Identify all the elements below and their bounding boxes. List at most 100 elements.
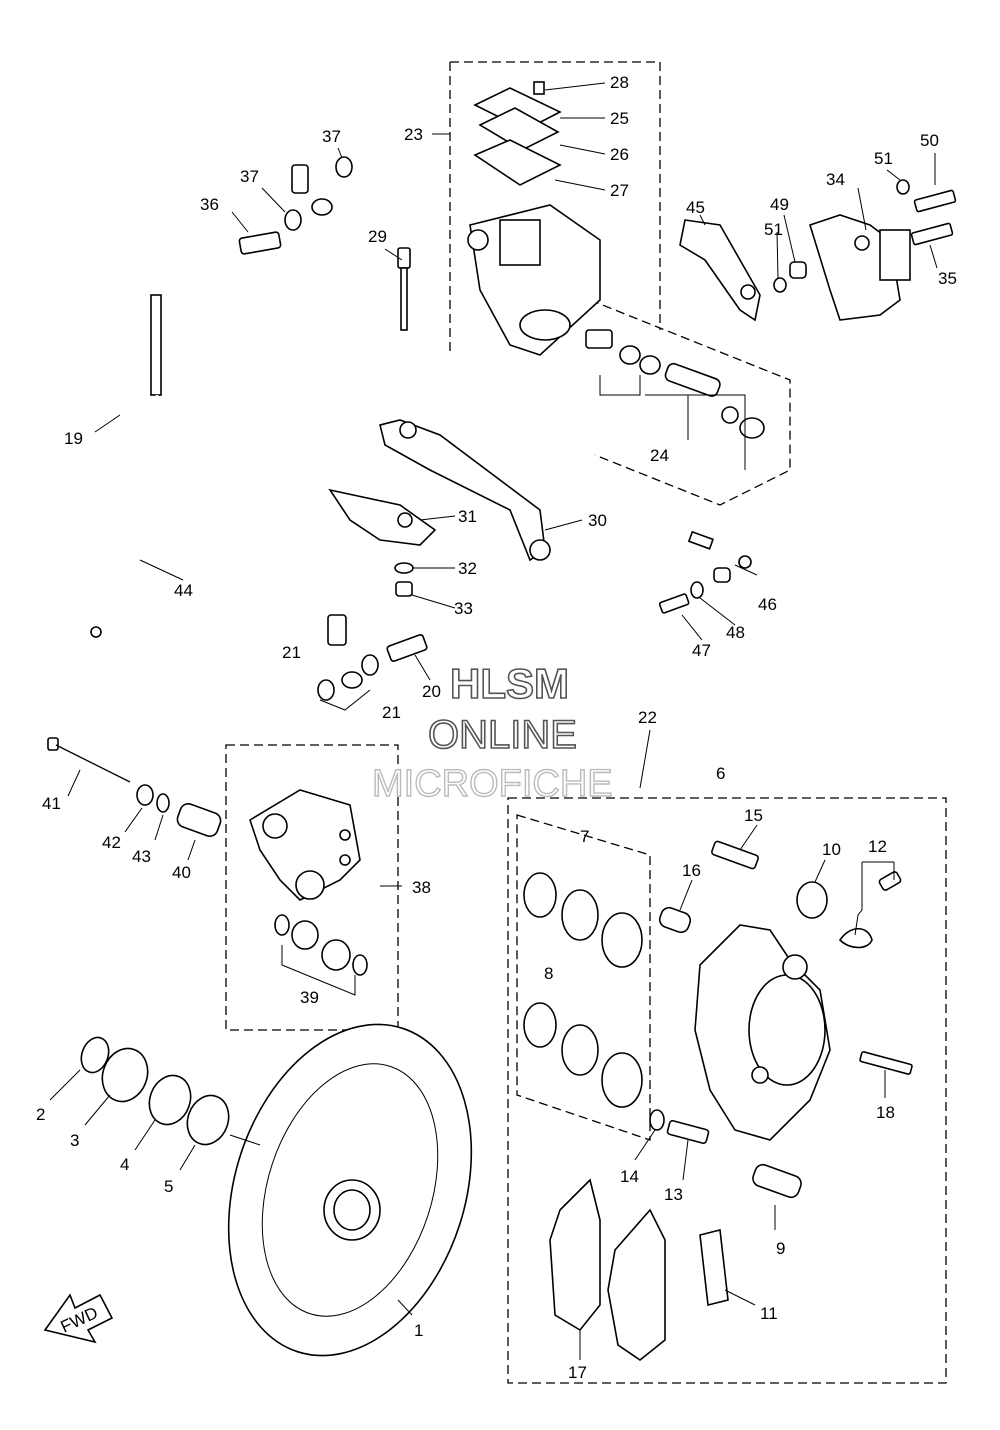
callout-46: 46 — [758, 595, 777, 614]
callout-38: 38 — [412, 878, 431, 897]
brake-lever — [379, 419, 551, 562]
master-cylinder-group-box — [449, 61, 661, 355]
callout-29: 29 — [368, 227, 387, 246]
washer-51a — [896, 179, 910, 195]
callout-11: 11 — [760, 1304, 778, 1323]
washer-43 — [156, 793, 170, 813]
callout-20: 20 — [422, 682, 441, 701]
master-cylinder — [467, 204, 601, 356]
piston-seal-box — [516, 814, 651, 1141]
watermark: HLSM ONLINE MICROFICHE — [371, 659, 613, 806]
callout-labels: 1 2 3 4 5 6 7 8 9 10 11 12 13 14 15 16 1… — [36, 73, 957, 1382]
callout-37a: 37 — [240, 167, 259, 186]
watermark-line2: ONLINE — [428, 713, 577, 757]
spring-42 — [136, 784, 154, 806]
collar-49 — [789, 261, 807, 279]
rings-2-5 — [80, 1036, 230, 1146]
brake-hose — [73, 68, 363, 689]
watermark-line3: MICROFICHE — [372, 763, 613, 805]
callout-33: 33 — [454, 599, 473, 618]
collar-16 — [658, 906, 692, 934]
callout-47: 47 — [692, 641, 711, 660]
bushing-10 — [796, 881, 828, 919]
washer-21a — [317, 679, 335, 701]
callout-43: 43 — [132, 847, 151, 866]
leader-lines — [49, 82, 938, 1360]
callout-6: 6 — [716, 764, 725, 783]
pin-13 — [666, 1119, 710, 1145]
callout-27: 27 — [610, 181, 629, 200]
callout-24: 24 — [650, 446, 669, 465]
callout-50: 50 — [920, 131, 939, 150]
collar-46 — [713, 567, 731, 583]
callout-8: 8 — [544, 964, 553, 983]
callout-30: 30 — [588, 511, 607, 530]
callout-23: 23 — [404, 125, 423, 144]
small-parts-32-33 — [394, 562, 414, 597]
callout-21b: 21 — [382, 703, 401, 722]
callout-28: 28 — [610, 73, 629, 92]
callout-36: 36 — [200, 195, 219, 214]
callout-12: 12 — [868, 837, 887, 856]
sleeve-40 — [176, 802, 222, 838]
callout-4: 4 — [120, 1155, 129, 1174]
washer-21b — [361, 654, 379, 676]
pistons-seals-7 — [523, 872, 643, 1108]
brake-disc — [227, 1023, 473, 1357]
callout-26: 26 — [610, 145, 629, 164]
bolt-36 — [238, 231, 282, 255]
callout-17: 17 — [568, 1363, 587, 1382]
callout-19: 19 — [64, 429, 83, 448]
caliper-bracket — [249, 789, 361, 901]
pin-15 — [711, 840, 759, 870]
callout-10: 10 — [822, 840, 841, 859]
boot-seal-set-39 — [274, 914, 368, 976]
caliper-body — [694, 924, 831, 1141]
callout-13: 13 — [664, 1185, 683, 1204]
callout-7: 7 — [580, 827, 589, 846]
washer-51b — [773, 277, 787, 293]
washer-37a — [284, 209, 302, 231]
callout-16: 16 — [682, 861, 701, 880]
callout-41: 41 — [42, 794, 61, 813]
bolt-47 — [658, 593, 690, 614]
callout-35: 35 — [938, 269, 957, 288]
pin-9 — [752, 1163, 802, 1199]
callout-42: 42 — [102, 833, 121, 852]
caliper-assembly-box — [507, 797, 947, 1384]
callout-37b: 37 — [322, 127, 341, 146]
callout-9: 9 — [776, 1239, 785, 1258]
callout-49: 49 — [770, 195, 789, 214]
piston-kit-parts — [585, 329, 765, 439]
lever-holder — [237, 434, 437, 546]
callout-21a: 21 — [282, 643, 301, 662]
brake-pads-17 — [549, 1178, 666, 1361]
callout-44: 44 — [174, 581, 193, 600]
callout-40: 40 — [172, 863, 191, 882]
callout-48: 48 — [726, 623, 745, 642]
bracket-assembly — [679, 214, 911, 322]
callout-22: 22 — [638, 708, 657, 727]
callout-51b: 51 — [764, 220, 783, 239]
washer-14 — [649, 1109, 665, 1131]
bolt-35 — [910, 222, 954, 246]
piston-kit-box — [589, 299, 791, 506]
washer-37b — [335, 156, 353, 178]
washer-48 — [690, 581, 704, 599]
callout-14: 14 — [620, 1167, 639, 1186]
bleeder-12 — [878, 871, 902, 891]
bolt-41 — [47, 737, 131, 783]
callout-1: 1 — [414, 1321, 423, 1340]
callout-15: 15 — [744, 806, 763, 825]
callout-34: 34 — [826, 170, 845, 189]
callout-25: 25 — [610, 109, 629, 128]
bolt-20 — [386, 634, 428, 662]
callout-5: 5 — [164, 1177, 173, 1196]
cap-12 — [838, 927, 873, 949]
caliper-small-parts — [649, 840, 913, 1199]
fwd-arrow: FWD — [43, 1293, 114, 1344]
callout-2: 2 — [36, 1105, 45, 1124]
watermark-line1: HLSM — [450, 660, 569, 707]
callout-32: 32 — [458, 559, 477, 578]
